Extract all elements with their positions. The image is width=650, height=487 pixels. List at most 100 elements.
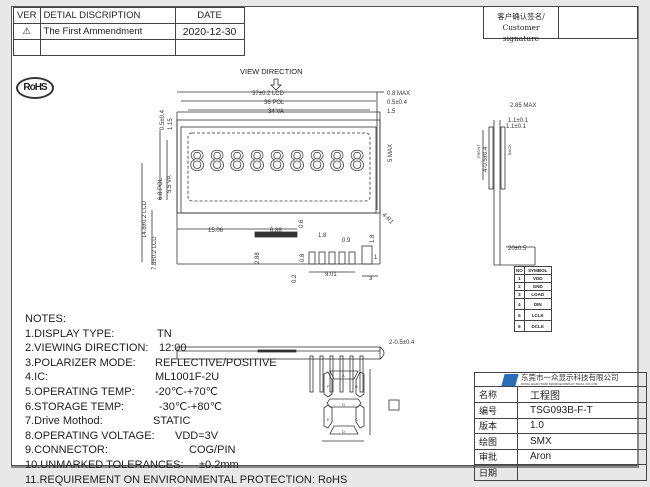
note-label: 7.Drive Mothod:	[25, 415, 103, 428]
dim-pin-3: 3	[369, 276, 373, 282]
dim-va-width: 34 VA	[268, 109, 284, 115]
company-header: 东莞市一众显示科技有限公司 DONG GUAN TIANI SOURCE DIS…	[474, 372, 647, 387]
ic-chip	[254, 231, 298, 238]
rohs-logo: RoHS	[16, 77, 54, 99]
svg-text:8: 8	[209, 146, 225, 177]
title-value: TSG093B-F-T	[517, 402, 647, 419]
dim-ic-0-8: 0.8	[300, 253, 306, 262]
customer-signature-box: 客户确认签名/ Customer signature	[483, 6, 638, 43]
note-value: TN	[157, 327, 172, 340]
note-value: RoHS	[317, 473, 348, 486]
dim-ic-gap: 0.6	[299, 219, 305, 228]
pol-outline	[180, 126, 377, 214]
title-block-row: 日期	[474, 464, 647, 481]
title-key: 版本	[474, 417, 518, 434]
dim-ic-width: 6.88	[270, 228, 282, 234]
note-item: 6.STORAGE TEMP:-30℃-+80℃	[25, 400, 347, 415]
pin-no: 4	[514, 298, 525, 310]
dim-1-5: 1.5	[387, 109, 396, 115]
title-value	[517, 464, 647, 481]
note-label: 5.OPERATING TEMP:	[25, 385, 135, 398]
pin-symbol: DIN	[523, 298, 552, 310]
pin-table-header: NO SYMBOL	[514, 266, 552, 275]
note-label: 2.VIEWING DIRECTION:	[25, 342, 149, 355]
pin-symbol: GND	[523, 282, 552, 291]
dim-5-max: 5 MAX	[388, 144, 394, 162]
dim-pin-h: 1.8	[370, 234, 376, 243]
pin-symbol: DCLK	[523, 320, 552, 332]
pin-no: 1	[514, 274, 525, 283]
note-value: ±0.2mm	[199, 458, 239, 471]
va-outline	[187, 132, 371, 202]
note-label: 11.REQUIREMENT ON ENVIRONMENTAL PROTECTI…	[25, 473, 315, 486]
pin-no-header: NO	[514, 266, 525, 275]
note-value: VDD=3V	[175, 429, 219, 442]
title-block-row: 名称工程图	[474, 386, 647, 403]
decimal-point-detail	[388, 399, 400, 411]
dim-pol-width: 36 POL	[264, 100, 285, 106]
note-item: 7.Drive Mothod: STATIC	[25, 414, 347, 429]
notes-section: NOTES: 1.DISPLAY TYPE:TN 2.VIEWING DIREC…	[25, 312, 347, 487]
note-value: 12:00	[159, 342, 187, 355]
dim-pin-width: 0.9	[342, 238, 351, 244]
title-block-header: 东莞市一众显示科技有限公司 DONG GUAN TIANI SOURCE DIS…	[474, 372, 647, 387]
note-item: 4.IC:ML1001F-2U	[25, 370, 347, 385]
signature-label-en: Customer signature	[502, 23, 540, 43]
title-block: 东莞市一众显示科技有限公司 DONG GUAN TIANI SOURCE DIS…	[474, 372, 647, 481]
svg-text:C: C	[355, 417, 358, 422]
svg-text:E: E	[327, 417, 330, 422]
pin-symbol: LOAD	[523, 290, 552, 299]
svg-text:8: 8	[349, 146, 365, 177]
company-name-en: DONG GUAN TIANI SOURCE DISPLAY TECH. CO.…	[521, 382, 598, 386]
side-back-label: BACK	[507, 144, 512, 155]
dim-pin-span: 9.01	[325, 272, 337, 278]
title-value: Aron	[517, 448, 647, 465]
svg-text:F: F	[327, 384, 330, 389]
dim-pin-pitch: 1.8	[318, 233, 327, 239]
signature-label-cn: 客户确认签名/	[497, 12, 545, 21]
bottom-view-pins	[309, 355, 364, 393]
svg-text:8: 8	[229, 146, 245, 177]
title-value: 工程图	[517, 386, 647, 403]
note-label: 10.UNMARKED TOLERANCES:	[25, 458, 184, 471]
dim-side-pol: 4-0.5±0.4	[483, 146, 489, 172]
revision-row: ⚠ The First Ammendment 2020-12-30	[13, 23, 245, 40]
svg-text:8: 8	[269, 146, 285, 177]
title-value: SMX	[517, 433, 647, 450]
svg-text:8: 8	[189, 146, 205, 177]
svg-text:A: A	[342, 373, 345, 378]
note-item: 10.UNMARKED TOLERANCES: ±0.2mm	[25, 458, 347, 473]
sheet-shadow-right	[637, 6, 639, 468]
dim-0-5-left: 0.5±0.4	[160, 109, 166, 130]
note-label: 9.CONNECTOR:	[25, 444, 108, 457]
note-item: 11.REQUIREMENT ON ENVIRONMENTAL PROTECTI…	[25, 473, 347, 487]
pin-no: 6	[514, 320, 525, 332]
dim-lcd-width: 37±0.2 LCD	[252, 91, 285, 97]
note-item: 2.VIEWING DIRECTION: 12:00	[25, 341, 347, 356]
dim-lcd-height2: 7.8±0.2 LCD	[152, 236, 158, 270]
note-value: -20℃-+70℃	[155, 385, 218, 398]
pin-no: 2	[514, 282, 525, 291]
pin-no: 3	[514, 290, 525, 299]
dim-0-5-right: 0.5±0.4	[387, 100, 408, 106]
note-label: 6.STORAGE TEMP:	[25, 400, 125, 413]
note-item: 3.POLARIZER MODE:REFLECTIVE/POSITIVE	[25, 356, 347, 371]
pin-symbol: LCLK	[523, 309, 552, 321]
title-key: 编号	[474, 402, 518, 419]
note-value: COG/PIN	[189, 444, 236, 457]
note-item: 9.CONNECTOR: COG/PIN	[25, 443, 347, 458]
svg-text:G: G	[342, 402, 345, 407]
dim-pol-height: 6.8 POL	[158, 177, 164, 200]
revision-row	[13, 39, 245, 56]
title-value: 1.0	[517, 417, 647, 434]
note-value: STATIC	[153, 415, 191, 428]
note-item: 8.OPERATING VOLTAGE:VDD=3V	[25, 429, 347, 444]
side-front-label: FRONT	[476, 144, 481, 158]
dim-side-total: 2.85 MAX	[510, 103, 536, 109]
revision-date	[174, 39, 245, 56]
